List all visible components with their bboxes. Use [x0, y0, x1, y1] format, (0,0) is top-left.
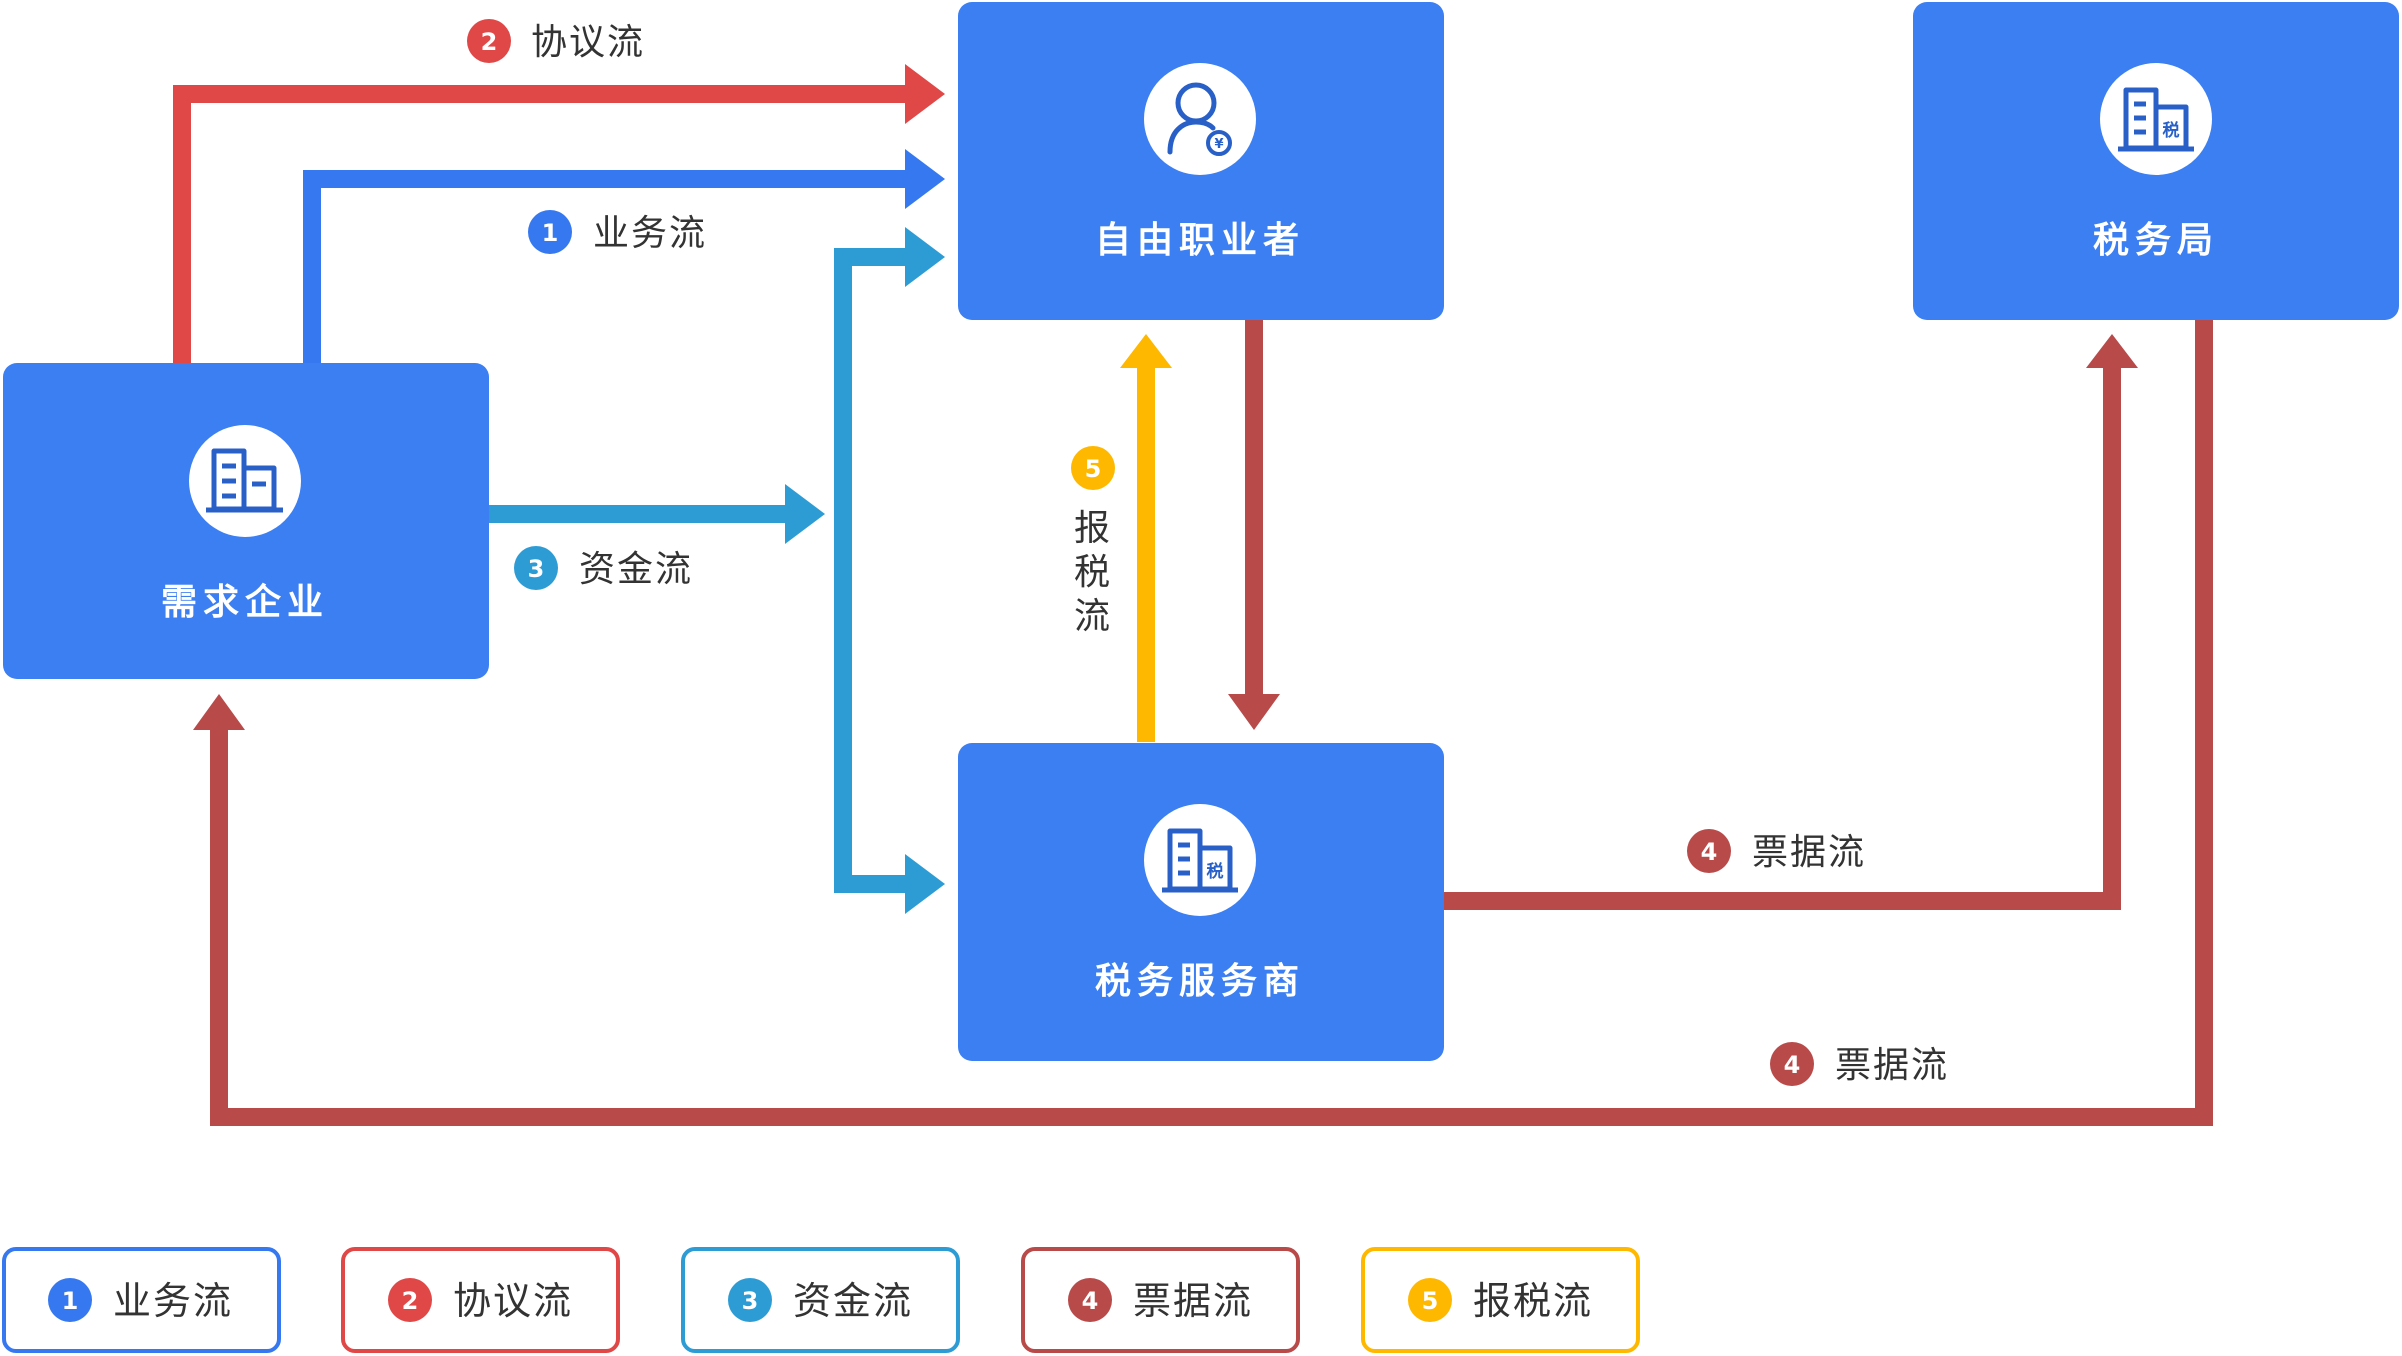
invoice-flow-number: 4 [1784, 1051, 1801, 1079]
node-tax-bureau: 税 税务局 [1913, 2, 2399, 320]
tax-filing-flow-number: 5 [1085, 455, 1102, 483]
invoice-flow-text: 票据流 [1752, 832, 1866, 873]
legend-label: 业务流 [113, 1279, 233, 1323]
legend-item-business: 1 业务流 [2, 1247, 281, 1353]
node-tax-provider: 税 税务服务商 [958, 743, 1444, 1061]
funds-flow-label: 3 资金流 [514, 546, 693, 590]
agreement-flow-text: 协议流 [531, 22, 645, 63]
invoice-flow-arrow-to-bureau [1443, 334, 2138, 910]
node-tax-provider-title: 税务服务商 [1095, 961, 1305, 1002]
business-flow-number: 1 [542, 219, 559, 247]
business-flow-arrow [303, 149, 945, 364]
user-yen-icon: ¥ [1167, 82, 1232, 156]
legend-label: 协议流 [453, 1279, 573, 1323]
node-tax-bureau-title: 税务局 [2093, 220, 2219, 261]
legend-item-funds: 3 资金流 [681, 1247, 960, 1353]
invoice-flow-number: 4 [1701, 838, 1718, 866]
legend-number: 5 [1422, 1287, 1439, 1315]
tax-filing-flow-char-3: 流 [1074, 596, 1112, 637]
legend-number: 1 [62, 1287, 79, 1315]
funds-flow-arrow [488, 227, 945, 914]
legend-number: 3 [742, 1287, 759, 1315]
legend: 1 业务流 2 协议流 3 资金流 4 票据流 5 报税流 [2, 1247, 1640, 1353]
agreement-flow-arrow [173, 64, 945, 364]
funds-flow-text: 资金流 [579, 549, 693, 590]
funds-flow-number: 3 [528, 555, 545, 583]
agreement-flow-number: 2 [481, 28, 498, 56]
legend-item-invoice: 4 票据流 [1021, 1247, 1300, 1353]
tax-building-icon: 税 [2118, 87, 2194, 152]
tax-filing-flow-char-1: 报 [1074, 508, 1112, 549]
node-freelancer: ¥ 自由职业者 [958, 2, 1444, 320]
legend-label: 票据流 [1133, 1279, 1253, 1323]
node-freelancer-title: 自由职业者 [1095, 220, 1305, 261]
svg-text:税: 税 [2163, 120, 2180, 141]
invoice-flow-text: 票据流 [1835, 1045, 1949, 1086]
invoice-flow-label-bureau: 4 票据流 [1687, 829, 1866, 873]
node-enterprise-title: 需求企业 [161, 581, 329, 623]
legend-number: 2 [402, 1287, 419, 1315]
legend-item-tax-filing: 5 报税流 [1361, 1247, 1640, 1353]
legend-label: 报税流 [1473, 1279, 1593, 1323]
svg-text:¥: ¥ [1214, 137, 1223, 152]
node-enterprise: 需求企业 [3, 363, 489, 679]
tax-filing-flow-arrow [1120, 334, 1172, 742]
tax-building-icon: 税 [1162, 828, 1238, 893]
invoice-flow-arrow-down [1228, 318, 1280, 730]
svg-text:税: 税 [1207, 861, 1224, 882]
invoice-flow-arrow-to-enterprise [193, 318, 2213, 1126]
office-building-icon [206, 448, 283, 513]
legend-number: 4 [1082, 1287, 1099, 1315]
invoice-flow-label-enterprise: 4 票据流 [1770, 1042, 1949, 1086]
legend-label: 资金流 [793, 1279, 913, 1323]
business-flow-text: 业务流 [593, 213, 707, 254]
legend-item-agreement: 2 协议流 [341, 1247, 620, 1353]
business-flow-label: 1 业务流 [528, 210, 707, 254]
agreement-flow-label: 2 协议流 [467, 19, 645, 63]
tax-filing-flow-label: 5 报 税 流 [1071, 446, 1115, 637]
tax-filing-flow-char-2: 税 [1074, 552, 1112, 593]
